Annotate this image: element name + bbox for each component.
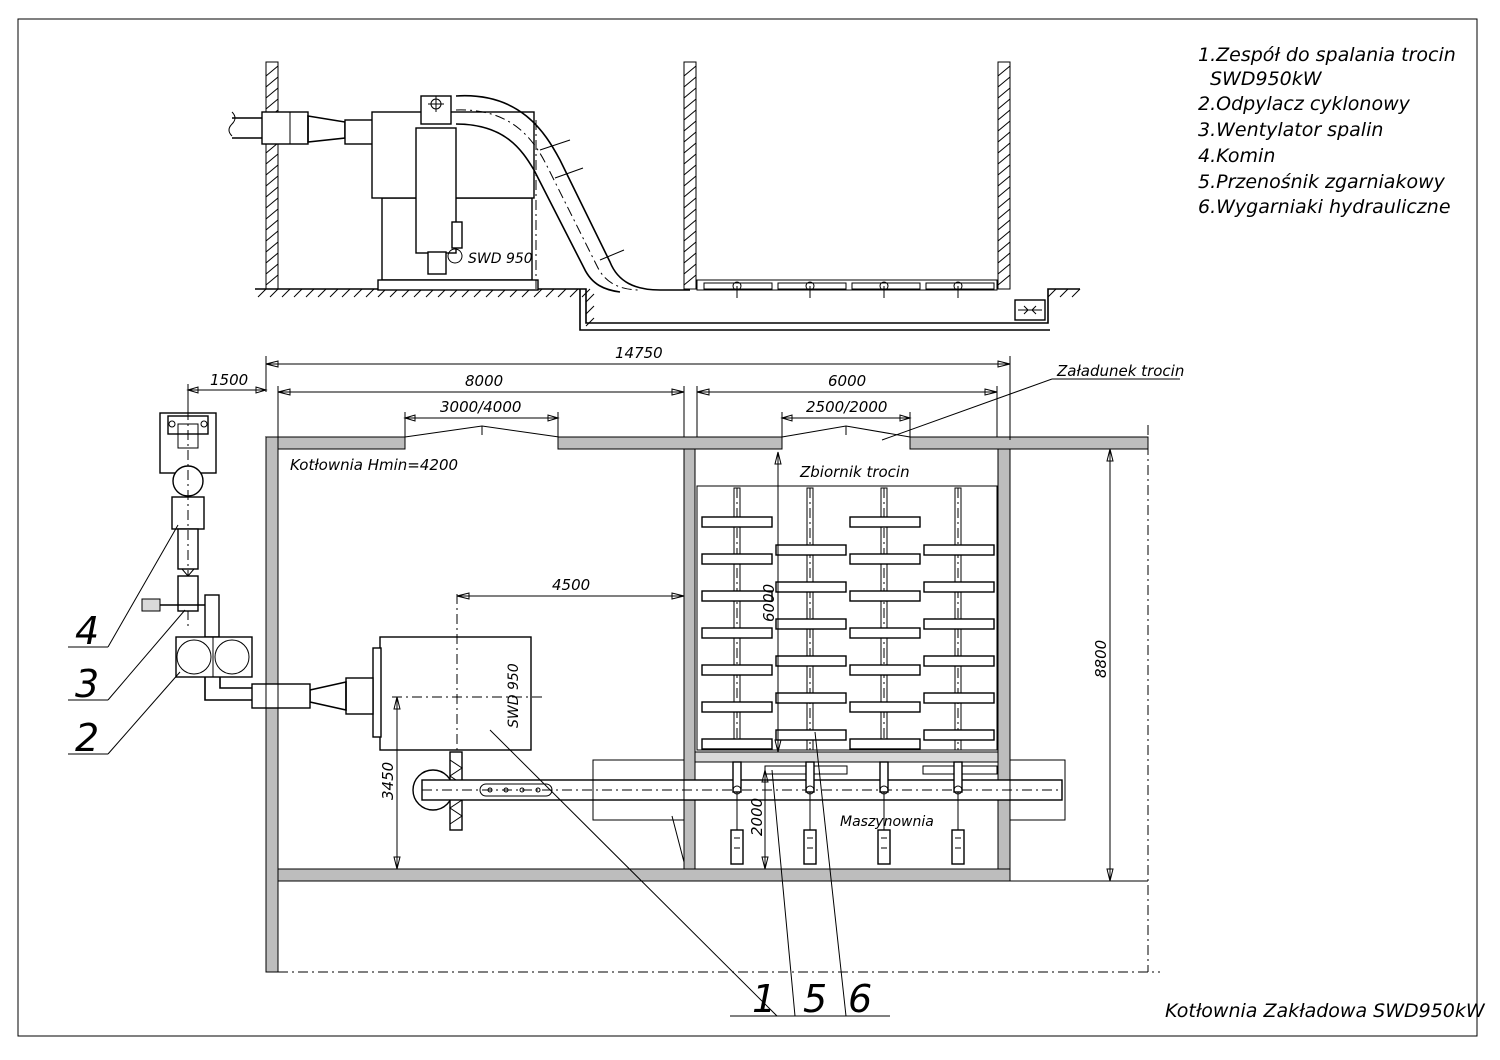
callout-1: 1 xyxy=(752,977,776,1021)
legend-item-1: 1.Zespół do spalania trocin xyxy=(1198,44,1456,66)
legend-item-3: 3.Wentylator spalin xyxy=(1198,119,1383,141)
elevation-view: SWD 950 xyxy=(228,61,1081,331)
plan-room-label: Kotłownia Hmin=4200 xyxy=(290,456,458,474)
callouts: 1 5 6 4 3 2 xyxy=(68,524,890,1021)
plan-bottom-wall xyxy=(277,868,1011,882)
callout-6: 6 xyxy=(848,977,872,1021)
dim-boiler-axis: 3450 xyxy=(379,762,397,800)
dim-boiler-room-width: 8000 xyxy=(465,372,503,390)
dim-chimney-offset: 1500 xyxy=(210,371,248,389)
drawing-frame xyxy=(17,18,1478,1037)
callout-2: 2 xyxy=(75,716,99,760)
dim-boiler-to-tank: 4500 xyxy=(552,576,590,594)
plan-tank-label: Zbiornik trocin xyxy=(799,463,910,481)
legend-item-4: 4.Komin xyxy=(1198,145,1275,167)
dim-tank-depth: 6000 xyxy=(760,584,778,622)
dimensions: 14750 1500 8000 3000/4000 6000 2500/2000 xyxy=(186,344,1160,973)
elevation-scraper-conveyor xyxy=(696,279,998,291)
callout-5: 5 xyxy=(803,977,827,1021)
legend-item-1-model: SWD950kW xyxy=(1210,68,1323,90)
plan-right-wall xyxy=(997,448,1011,882)
dim-tank-opening: 2500/2000 xyxy=(806,398,887,416)
dim-total-width: 14750 xyxy=(615,344,663,362)
legend-item-2: 2.Odpylacz cyklonowy xyxy=(1198,93,1411,115)
drawing-title: Kotłownia Zakładowa SWD950kW xyxy=(1165,1000,1486,1022)
callout-4: 4 xyxy=(75,609,99,653)
dim-boiler-room-opening: 3000/4000 xyxy=(440,398,521,416)
elevation-right-wall xyxy=(997,61,1011,290)
legend-item-5: 5.Przenośnik zgarniakowy xyxy=(1198,171,1446,193)
legend: 1.Zespół do spalania trocin SWD950kW 2.O… xyxy=(1198,44,1456,218)
chimney-group xyxy=(141,410,253,701)
plan-loading-label: Załadunek trocin xyxy=(1056,362,1184,380)
legend-item-6: 6.Wygarniaki hydrauliczne xyxy=(1198,196,1451,218)
dim-machine-room-depth: 2000 xyxy=(748,798,766,836)
dim-total-depth: 8800 xyxy=(1092,640,1110,678)
plan-view: Kotłownia Hmin=4200 Zbiornik trocin Masz… xyxy=(141,362,1184,973)
plan-machine-room-label: Maszynownia xyxy=(840,814,934,830)
plan-unit-label: SWD 950 xyxy=(506,663,522,728)
elevation-left-wall xyxy=(265,61,279,290)
elevation-middle-wall xyxy=(683,61,697,290)
plan-middle-wall xyxy=(683,448,696,870)
dim-tank-width: 6000 xyxy=(828,372,866,390)
elevation-unit-label: SWD 950 xyxy=(468,251,533,267)
callout-3: 3 xyxy=(75,662,99,706)
plan-boiler xyxy=(379,636,532,751)
